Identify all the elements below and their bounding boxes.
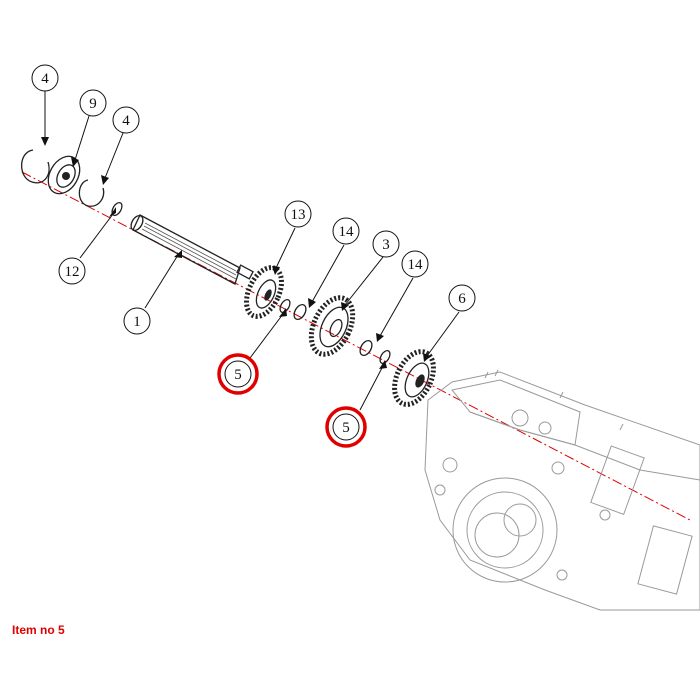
callout-9: 9	[79, 89, 107, 117]
washer-part-12	[111, 201, 123, 217]
svg-text:14: 14	[408, 257, 424, 273]
callout-5-highlighted: 5	[217, 353, 259, 395]
washer-part-5	[379, 349, 391, 365]
leader-lines	[44, 91, 460, 411]
leader-arrowheads	[41, 137, 431, 369]
bearing-part-9	[47, 155, 81, 195]
callout-12: 12	[58, 257, 86, 285]
callout-4: 4	[31, 64, 59, 92]
shaft-part-1	[130, 214, 254, 285]
item-caption: Item no 5	[12, 623, 65, 637]
callout-14: 14	[401, 250, 429, 278]
svg-text:13: 13	[291, 207, 306, 223]
callout-3: 3	[372, 230, 400, 258]
washer-part-5	[279, 298, 291, 314]
callout-6: 6	[448, 284, 476, 312]
svg-text:6: 6	[458, 291, 466, 307]
washer-part-14	[293, 303, 307, 321]
callout-1: 1	[123, 307, 151, 335]
callout-14: 14	[332, 217, 360, 245]
washer-part-14	[359, 339, 373, 357]
svg-text:1: 1	[133, 314, 141, 330]
svg-text:5: 5	[342, 420, 350, 436]
svg-text:9: 9	[89, 96, 97, 112]
callout-13: 13	[284, 200, 312, 228]
gear-part-13	[244, 265, 284, 319]
callout-4: 4	[112, 106, 140, 134]
gear-part-6	[392, 349, 436, 407]
circlip-part-4	[20, 149, 50, 184]
svg-text:4: 4	[122, 113, 130, 129]
transmission-housing	[424, 369, 700, 611]
svg-text:12: 12	[65, 264, 80, 280]
circlip-part-4	[78, 179, 105, 207]
svg-text:4: 4	[41, 71, 49, 87]
svg-text:14: 14	[339, 224, 355, 240]
svg-text:3: 3	[382, 237, 390, 253]
svg-text:5: 5	[234, 367, 242, 383]
callout-5-highlighted: 5	[325, 406, 367, 448]
